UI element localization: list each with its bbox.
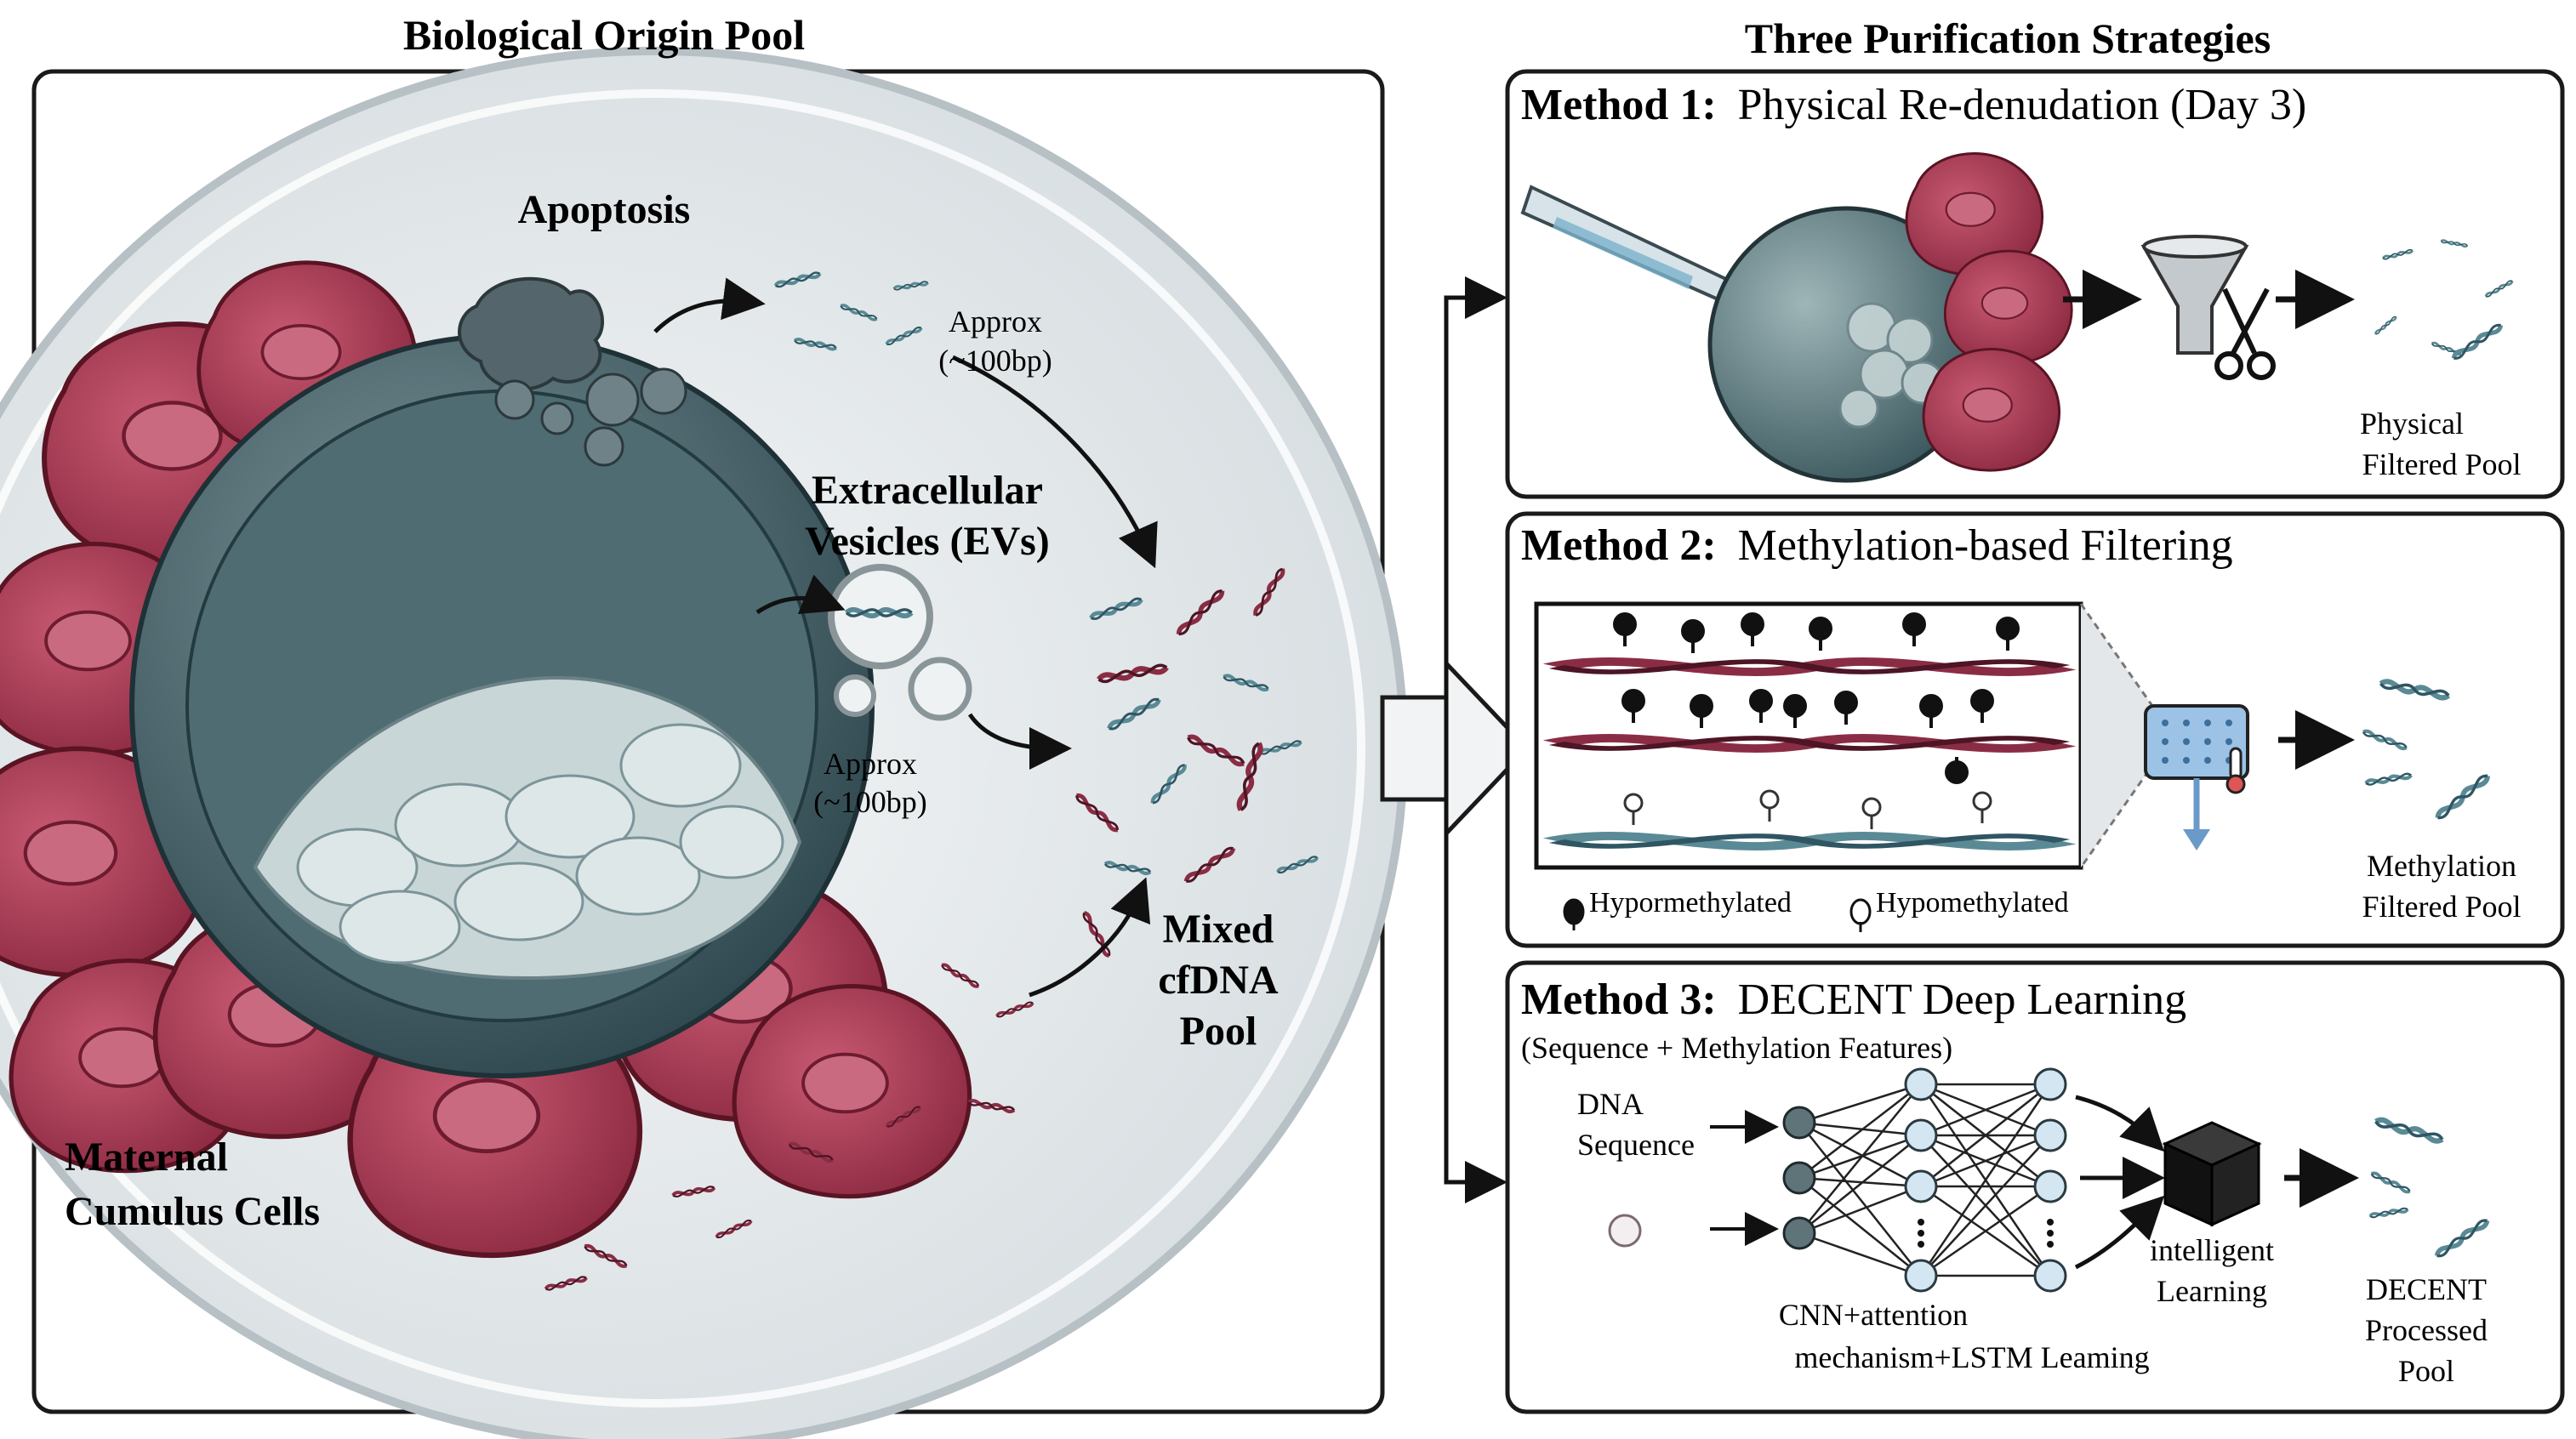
left-arrows xyxy=(653,277,1158,998)
method2-label-rest: Methylation-based Filtering xyxy=(1738,521,2233,570)
evs-label-line1: Extracellular xyxy=(812,468,1043,513)
approx-mid-line1: Approx xyxy=(824,747,917,781)
legend-hyper-text: Hypormethylated xyxy=(1589,887,1792,919)
dna-sequence-line2: Sequence xyxy=(1577,1128,1695,1162)
method3-out-line2: Processed xyxy=(2365,1313,2488,1347)
box-label-line1: intelligent xyxy=(2150,1233,2274,1267)
apoptosis-label: Apoptosis xyxy=(518,187,691,232)
method3-out-line1: DECENT xyxy=(2366,1272,2487,1306)
method3-panel: Method 3: DECENT Deep Learning (Sequence… xyxy=(1505,960,2565,1414)
net-label-line1: CNN+attention xyxy=(1779,1298,1968,1332)
dna-sequence-line1: DNA xyxy=(1577,1087,1644,1121)
hypomethylated-strand xyxy=(1557,789,2062,846)
neural-network-icon xyxy=(1782,1067,2067,1293)
connectors xyxy=(1380,276,1530,1203)
mixed-cfdna-line3: Pool xyxy=(1180,1009,1257,1054)
method1-label-rest: Physical Re-denudation (Day 3) xyxy=(1738,81,2307,129)
apoptotic-cell xyxy=(458,276,687,467)
blastocyst-embryo xyxy=(129,333,875,1078)
petri-dish-rim xyxy=(0,89,1365,1408)
approx-top-line1: Approx xyxy=(949,304,1042,338)
scissors-icon xyxy=(2214,287,2276,380)
left-panel: Biological Origin Pool Apoptosis Approx … xyxy=(0,11,1408,1439)
method1-panel: Method 1: Physical Re-denudation (Day 3) xyxy=(1505,69,2565,499)
black-box-cube-icon xyxy=(2162,1121,2262,1227)
mixed-cfdna-line1: Mixed xyxy=(1163,907,1274,952)
method3-label-bold: Method 3: xyxy=(1521,975,1717,1024)
net-label-line2: mechanism+LSTM Leaming xyxy=(1794,1340,2149,1374)
left-heading: Biological Origin Pool xyxy=(403,11,805,59)
maternal-label-line1: Maternal xyxy=(65,1135,228,1180)
maternal-label-line2: Cumulus Cells xyxy=(65,1189,320,1234)
method3-sublabel: (Sequence + Methylation Features) xyxy=(1521,1031,1952,1065)
methylation-input-icon xyxy=(1608,1214,1642,1248)
hypo-legend-icon xyxy=(1849,898,1872,932)
method2-out-line2: Filtered Pool xyxy=(2362,890,2522,924)
method1-out-line1: Physical xyxy=(2360,407,2464,441)
methylation-legend: Hypormethylated Hypomethylated xyxy=(1563,887,2069,932)
legend-hypo-text: Hypomethylated xyxy=(1876,887,2069,919)
mixed-cfdna-line2: cfDNA xyxy=(1158,958,1279,1003)
hypermethylated-strands xyxy=(1557,612,2062,784)
method2-label: Method 2: Methylation-based Filtering xyxy=(1521,521,2233,570)
method2-out-line1: Methylation xyxy=(2367,849,2516,883)
extracellular-vesicles xyxy=(828,564,972,721)
hyper-legend-icon xyxy=(1563,898,1585,930)
box-label-line2: Learning xyxy=(2157,1274,2267,1308)
approx-mid-line2: (~100bp) xyxy=(813,785,926,819)
filter-device-icon xyxy=(2144,704,2249,850)
funnel-icon xyxy=(2140,235,2249,355)
method3-label-rest: DECENT Deep Learning xyxy=(1738,975,2187,1024)
method1-label: Method 1: Physical Re-denudation (Day 3) xyxy=(1521,81,2306,129)
method1-label-bold: Method 1: xyxy=(1521,81,1717,129)
right-heading: Three Purification Strategies xyxy=(1745,14,2271,62)
method3-label: Method 3: DECENT Deep Learning xyxy=(1521,975,2186,1024)
method2-panel: Method 2: Methylation-based Filtering xyxy=(1505,511,2565,948)
method3-out-line3: Pool xyxy=(2398,1354,2454,1388)
method1-out-line2: Filtered Pool xyxy=(2362,447,2522,481)
approx-top-line2: (~100bp) xyxy=(938,344,1051,378)
method2-label-bold: Method 2: xyxy=(1521,521,1717,570)
evs-label-line2: Vesicles (EVs) xyxy=(805,519,1050,564)
